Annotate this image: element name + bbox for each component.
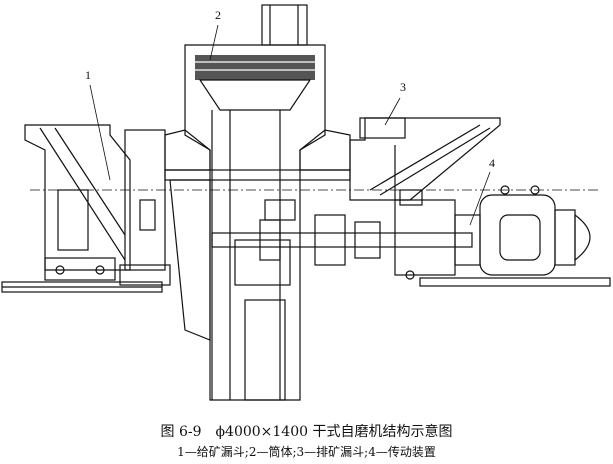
- callout-3: 3: [400, 80, 406, 94]
- leader-lines: [89, 24, 491, 226]
- callout-2: 2: [215, 8, 221, 22]
- drive-shaft: [211, 214, 473, 266]
- callout-4: 4: [489, 156, 495, 170]
- figure-caption-legend: 1—给矿漏斗;2—筒体;3—排矿漏斗;4—传动装置: [177, 445, 436, 459]
- drive-device: [394, 185, 591, 280]
- discharge-hopper: [349, 117, 501, 201]
- left-bearing: [119, 129, 171, 286]
- autogenous-mill-drawing: [1, 4, 611, 401]
- mill-shell: [164, 4, 351, 401]
- figure-caption-title: 图 6-9 ϕ4000×1400 干式自磨机结构示意图: [160, 424, 453, 440]
- callout-1: 1: [85, 68, 91, 82]
- feed-hopper: [24, 124, 131, 281]
- foundation: [1, 277, 611, 293]
